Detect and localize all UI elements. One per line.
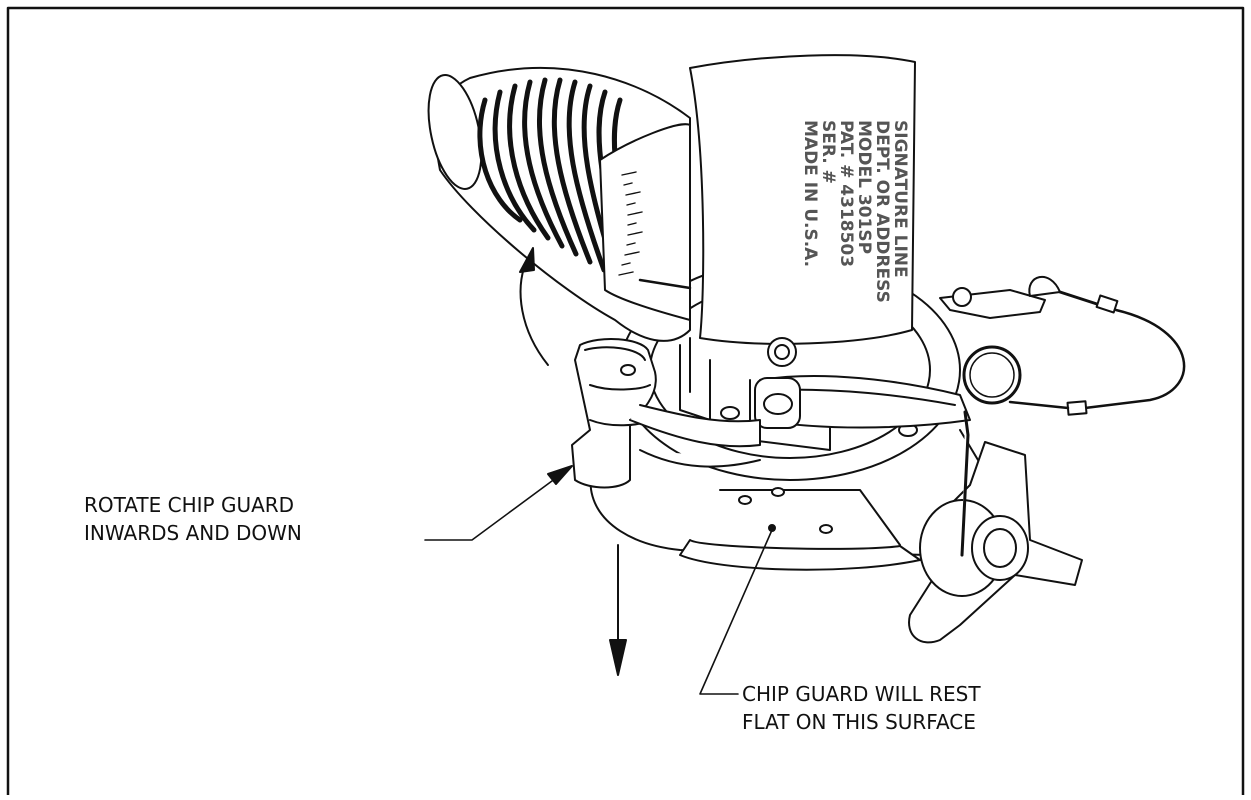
leader-rotate	[424, 465, 573, 541]
bracket-and-cable	[939, 275, 1186, 416]
nameplate-line-4: PAT. # 4318503	[836, 120, 856, 267]
clamp-arm	[754, 337, 971, 429]
leader-rest	[699, 524, 776, 695]
nameplate-line-1: SIGNATURE LINE	[890, 120, 910, 278]
rotate-arrow	[519, 247, 549, 366]
down-arrow	[609, 544, 627, 676]
callout-rotate-chip-guard: ROTATE CHIP GUARD INWARDS AND DOWN	[84, 491, 302, 547]
chip-guard	[571, 338, 761, 489]
feed-knob	[908, 410, 1083, 644]
page-border	[6, 6, 1245, 797]
callout-rest-line-1: CHIP GUARD WILL REST	[742, 682, 981, 706]
callout-rotate-line-1: ROTATE CHIP GUARD	[84, 493, 295, 517]
nameplate-line-2: DEPT. OR ADDRESS	[872, 120, 892, 303]
callout-rotate-line-2: INWARDS AND DOWN	[84, 521, 302, 545]
nameplate-line-5: SER. #	[818, 120, 838, 184]
drive-motor	[427, 66, 692, 342]
callout-rest-line-2: FLAT ON THIS SURFACE	[742, 710, 976, 734]
nameplate-line-6: MADE IN U.S.A.	[800, 120, 820, 267]
main-housing: SIGNATURE LINE DEPT. OR ADDRESS MODEL 30…	[689, 54, 916, 393]
nameplate-text: SIGNATURE LINE DEPT. OR ADDRESS MODEL 30…	[800, 120, 910, 303]
callout-chip-guard-rest: CHIP GUARD WILL REST FLAT ON THIS SURFAC…	[742, 680, 981, 736]
nameplate-line-3: MODEL 301SP	[854, 120, 874, 254]
